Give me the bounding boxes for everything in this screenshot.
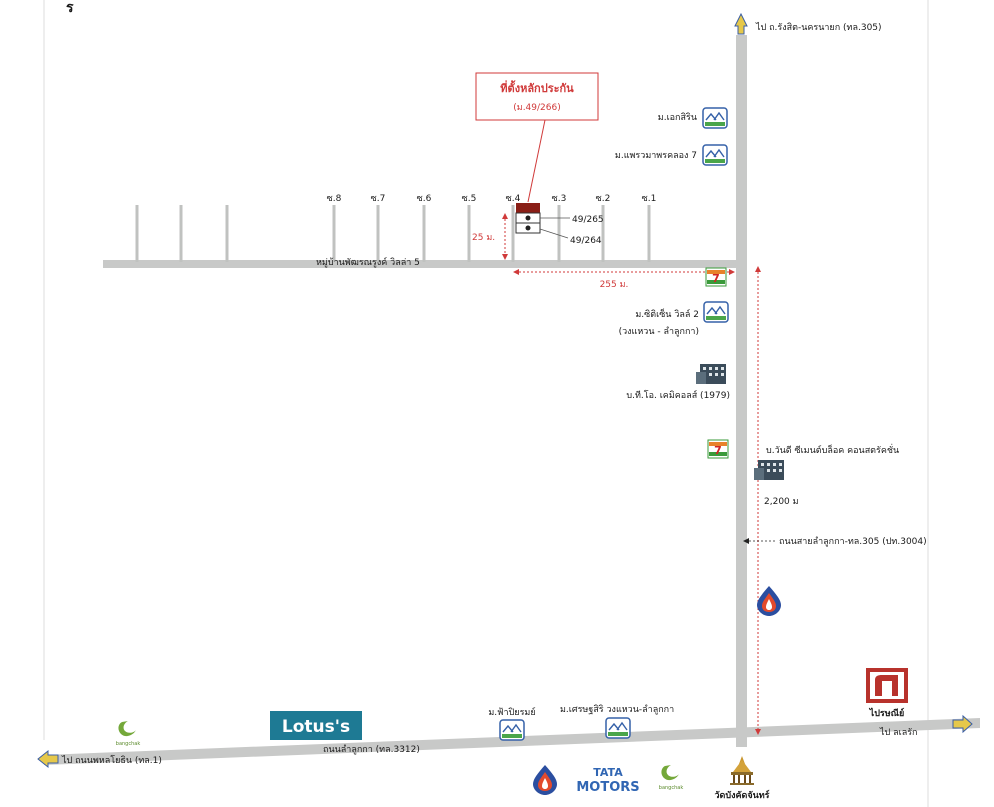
soi-label: ซ.7 — [371, 194, 386, 204]
village-setthasiri: ม.เศรษฐสิริ วงแหวน-ลำลูกกา — [560, 704, 674, 739]
seven-eleven-icon: 7 — [707, 439, 729, 459]
village-label: ม.เอกสิริน — [658, 112, 697, 123]
house-plots: 49/265 49/264 — [515, 203, 604, 246]
distance-markers: 25 ม. 255 ม. 2,200 ม — [472, 213, 799, 735]
arrow-head — [755, 266, 761, 272]
company-label: บ.วันดี ซีเมนต์บล็อค คอนสตรัคชั่น — [766, 443, 899, 456]
bangchak-station-left: bangchak — [116, 721, 141, 747]
arrow-head — [502, 254, 508, 260]
leader-line — [539, 228, 569, 239]
post-office: ไปรษณีย์ — [866, 668, 908, 719]
north-direction-label: ไป ถ.รังสิต-นครนายก (ทล.305) — [755, 22, 882, 33]
post-office-icon — [866, 668, 908, 703]
village-icon — [703, 301, 729, 323]
soi-label: ซ.6 — [417, 194, 432, 204]
vertical-road-annotation: ถนนสายลำลูกกา-ทล.305 (ปท.3004) — [743, 536, 927, 547]
village-icon — [702, 144, 728, 166]
village-sublabel: (วงแหวน - ลำลูกกา) — [619, 326, 699, 337]
village-label: ม.แพรวมาพรคลอง 7 — [615, 151, 697, 161]
collateral-callout: ที่ตั้งหลักประกัน (ม.49/266) — [475, 72, 599, 203]
village-icon — [499, 719, 525, 741]
ptt-station-icon — [757, 586, 781, 616]
soi-label: ซ.8 — [327, 194, 342, 204]
main-road-bottom — [44, 718, 980, 765]
soi-label: ซ.4 — [506, 194, 521, 204]
post-office-label: ไปรษณีย์ — [869, 707, 905, 719]
building-icon — [754, 460, 784, 480]
seven-eleven-mark: 7 — [712, 272, 720, 285]
lotus-logo-box — [270, 711, 362, 740]
house-dot — [525, 225, 531, 231]
arrow-left-icon — [37, 749, 59, 769]
arrow-up-icon — [734, 12, 748, 35]
house-dot — [525, 215, 531, 221]
west-direction-label: ไป ถนนพหลโยธิน (ทล.1) — [61, 755, 162, 766]
soi-label: ซ.3 — [552, 194, 567, 204]
soi-label: ซ.5 — [462, 194, 477, 204]
lotus-store: Lotus's — [270, 711, 362, 740]
village-label: ม.เศรษฐสิริ วงแหวน-ลำลูกกา — [560, 704, 674, 715]
bangchak-icon — [118, 721, 136, 737]
temple: วัดบังคัดจันทร์ — [714, 756, 770, 801]
seven-eleven-icon: 7 — [705, 267, 727, 287]
temple-label: วัดบังคัดจันทร์ — [714, 789, 769, 801]
soi-label: ซ.1 — [642, 194, 657, 204]
house-number-label: 49/264 — [570, 236, 602, 246]
tata-text: TATA — [593, 766, 623, 779]
soi-depth-label: 25 ม. — [472, 233, 495, 243]
temple-icon — [730, 756, 754, 785]
callout-pointer — [527, 119, 546, 203]
village-citizen-ville: ม.ซิติเซ็น วิลล์ 2 (วงแหวน - ลำลูกกา) — [619, 301, 729, 337]
company-to-chemicals: บ.ที.โอ. เคมิคอลส์ (1979) — [626, 364, 730, 401]
east-direction-label: ไป ลเลรัก — [879, 727, 918, 738]
ptt-station-bottom-icon — [533, 765, 557, 795]
village-road-label: หมู่บ้านพัฒรณรูงค์ วิลล่า 5 — [316, 256, 420, 268]
distance-label: 255 ม. — [600, 280, 629, 290]
village-label: ม.ฟ้าปิยรมย์ — [488, 706, 535, 718]
tata-motors-logo: TATA MOTORS — [576, 766, 639, 795]
seven-eleven-mark: 7 — [714, 444, 722, 457]
arrow-head — [729, 269, 735, 275]
target-plot — [516, 203, 540, 213]
lotus-logo-text: Lotus's — [282, 717, 350, 737]
arrow-head — [513, 269, 519, 275]
village-icon — [702, 107, 728, 129]
village-label: ม.ซิติเซ็น วิลล์ 2 — [635, 307, 699, 320]
house-number-label: 49/265 — [572, 215, 604, 225]
callout-box — [475, 72, 599, 121]
bangchak-label: bangchak — [659, 785, 684, 791]
village-praewma: ม.แพรวมาพรคลอง 7 — [615, 144, 728, 166]
arrow-head — [502, 213, 508, 219]
soi-lanes — [135, 205, 651, 262]
arrow-right-icon — [952, 714, 973, 734]
motors-text: MOTORS — [576, 780, 639, 795]
main-road-vertical — [736, 35, 747, 747]
bottom-road-label: ถนนลำลูกกา (ทล.3312) — [323, 744, 420, 755]
callout-title: ที่ตั้งหลักประกัน — [500, 80, 574, 95]
company-wandee: บ.วันดี ซีเมนต์บล็อค คอนสตรัคชั่น — [754, 443, 899, 480]
corner-mark: ร — [66, 0, 74, 16]
village-icon — [605, 717, 631, 739]
bangchak-label: bangchak — [116, 741, 141, 747]
west-direction: ไป ถนนพหลโยธิน (ทล.1) — [37, 749, 162, 769]
bangchak-station-bottom: bangchak — [659, 765, 684, 791]
village-road — [103, 260, 741, 268]
company-label: บ.ที.โอ. เคมิคอลส์ (1979) — [626, 389, 730, 401]
village-fapiyarom: ม.ฟ้าปิยรมย์ — [488, 706, 536, 741]
arrow-head — [755, 729, 761, 735]
north-direction: ไป ถ.รังสิต-นครนายก (ทล.305) — [734, 12, 882, 35]
building-icon — [696, 364, 726, 384]
arrow-head — [743, 538, 749, 544]
vertical-road-label: ถนนสายลำลูกกา-ทล.305 (ปท.3004) — [779, 536, 927, 547]
distance-label: 2,200 ม — [764, 497, 799, 507]
soi-labels: ซ.8 ซ.7 ซ.6 ซ.5 ซ.4 ซ.3 ซ.2 ซ.1 — [327, 194, 657, 204]
east-direction: ไป ลเลรัก — [879, 714, 973, 738]
village-ekasirin: ม.เอกสิริน — [658, 107, 728, 129]
bangchak-icon — [661, 765, 679, 781]
callout-subtitle: (ม.49/266) — [513, 103, 560, 113]
soi-label: ซ.2 — [596, 194, 611, 204]
